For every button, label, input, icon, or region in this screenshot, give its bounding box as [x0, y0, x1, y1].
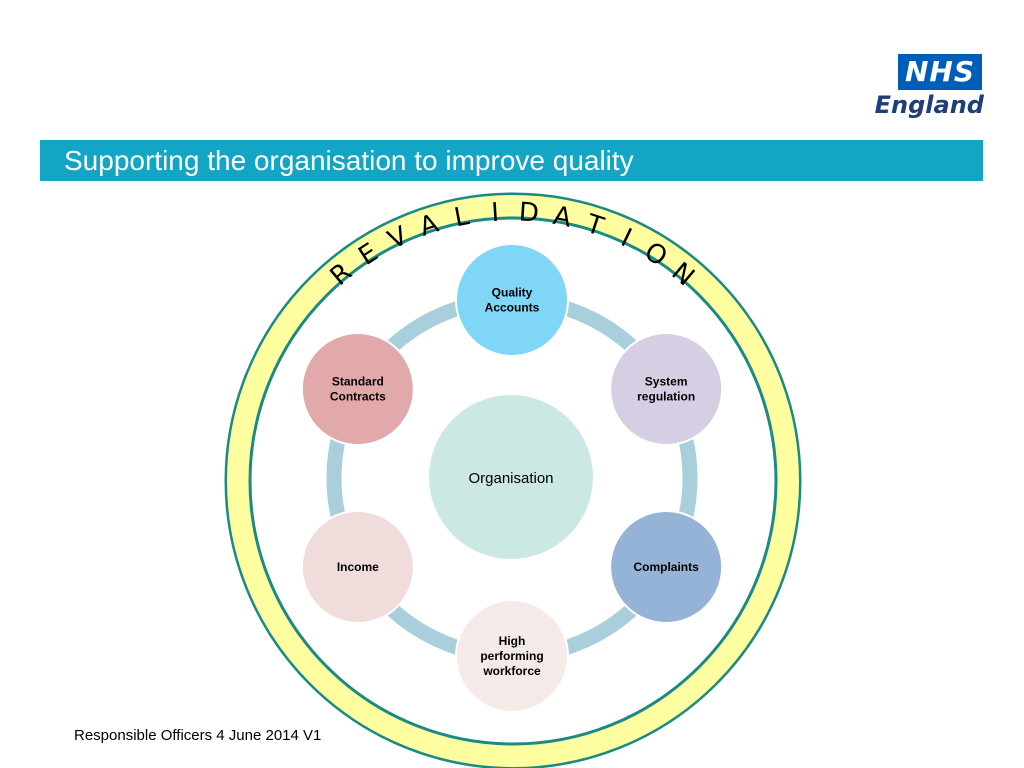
ring-letter-5: I — [490, 198, 500, 228]
logo-nhs-box: NHS — [898, 54, 982, 90]
ring-letter-6: D — [518, 197, 540, 228]
node-circle-4 — [300, 510, 415, 624]
ring-letter-4: L — [452, 201, 472, 233]
node-label-2: Complaints — [633, 560, 699, 574]
center-label: Organisation — [468, 470, 553, 487]
node-circle-5 — [300, 332, 415, 446]
page-title: Supporting the organisation to improve q… — [40, 140, 983, 181]
footer-text: Responsible Officers 4 June 2014 V1 — [74, 727, 322, 744]
node-label-4: Income — [337, 560, 379, 574]
outer-ring-band — [227, 195, 799, 767]
node-circle-3 — [455, 599, 569, 713]
node-circle-1 — [609, 332, 724, 446]
outer-ring-inner-border — [248, 216, 778, 746]
logo-england-text: England — [874, 91, 984, 119]
ring-letter-7: A — [551, 201, 574, 234]
organisation-circle — [427, 393, 595, 561]
node-circle-2 — [609, 510, 724, 624]
outer-ring-outer-border — [224, 192, 802, 768]
node-circle-0 — [455, 243, 569, 357]
